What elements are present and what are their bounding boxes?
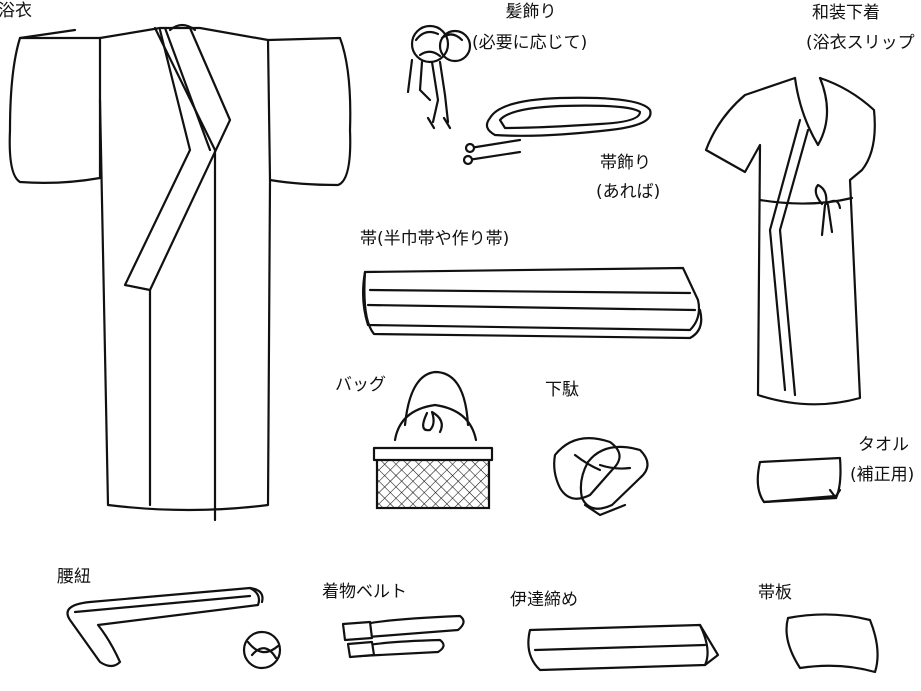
- obi-ita-icon: [785, 613, 879, 674]
- towel-note: (補正用): [850, 465, 915, 485]
- hair-ornament-icon: [406, 24, 472, 130]
- geta-label: 下駄: [545, 380, 579, 400]
- yukata-icon: [8, 23, 352, 522]
- hair-ornament-note: (必要に応じて): [472, 33, 588, 53]
- kimono-belt-icon: [341, 614, 465, 659]
- datejime-icon: [527, 623, 720, 672]
- obi-label: 帯(半巾帯や作り帯): [360, 229, 510, 249]
- datejime-label: 伊達締め: [510, 590, 578, 610]
- towel-icon: [756, 456, 842, 504]
- hair-ornament-label: 髪飾り: [505, 2, 557, 22]
- koshihimo-icon: [66, 586, 282, 670]
- obi-ita-label: 帯板: [758, 583, 792, 603]
- basket-bag-icon: [372, 370, 494, 510]
- obi-icon: [361, 266, 703, 340]
- geta-icon: [553, 437, 649, 517]
- undergarment-label: 和装下着: [812, 3, 880, 23]
- towel-label: タオル: [858, 435, 909, 455]
- undergarment-icon: [704, 76, 876, 406]
- obi-ornament-note: (あれば): [596, 182, 661, 202]
- bag-label: バッグ: [335, 375, 386, 395]
- undergarment-note: (浴衣スリップ: [806, 33, 915, 53]
- kimono-belt-label: 着物ベルト: [322, 582, 407, 602]
- koshihimo-label: 腰紐: [57, 567, 91, 587]
- obi-ornament-label: 帯飾り: [600, 153, 651, 173]
- yukata-label: 浴衣: [0, 1, 32, 21]
- obi-cord-icon: [462, 96, 652, 166]
